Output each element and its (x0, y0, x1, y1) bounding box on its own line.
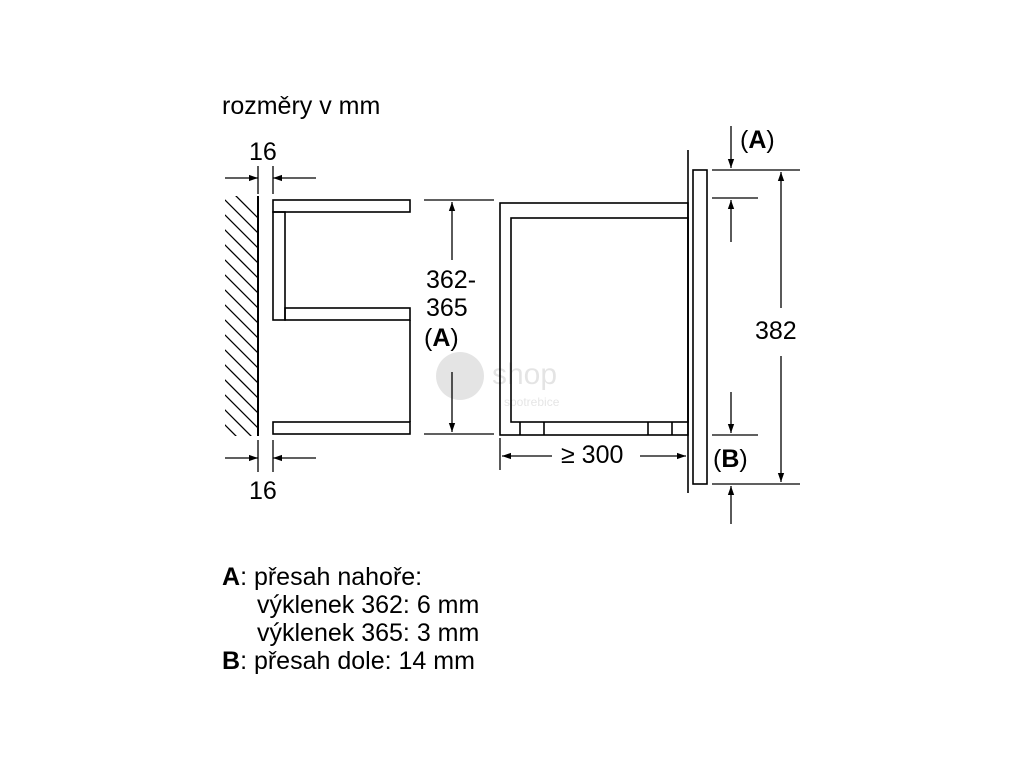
niche-height-dimension (424, 199, 494, 435)
front-panel (692, 169, 708, 485)
watermark: shop spotrebice (432, 340, 602, 425)
watermark-logo-icon: shop spotrebice (436, 352, 560, 409)
legend-a-title: : přesah nahoře: (240, 563, 423, 591)
overhang-top-open: ( (740, 126, 749, 154)
wall-gap-label-top: 16 (249, 138, 277, 166)
niche-height-label-line1: 362- (426, 266, 477, 294)
overhang-top-close: ) (766, 126, 775, 154)
legend-b-letter: B (222, 647, 241, 675)
niche-height-ref-letter: A (432, 324, 451, 352)
niche-cabinet (272, 199, 411, 435)
depth-label: ≥ 300 (561, 441, 624, 469)
overhang-bottom-open: ( (713, 445, 722, 473)
watermark-subtext: spotrebice (504, 395, 560, 409)
total-height-label: 382 (755, 317, 797, 345)
depth-dimension (499, 438, 686, 470)
legend-a-title-row: A: přesah nahoře: (222, 563, 479, 591)
watermark-text: shop (492, 358, 557, 391)
overhang-bottom-close: ) (739, 445, 748, 473)
overhang-bottom-dimension (712, 392, 800, 524)
legend-a-line1: výklenek 362: 6 mm (257, 591, 480, 619)
niche-height-ref-close: ) (450, 324, 459, 352)
total-height-dimension (758, 169, 800, 482)
legend-b-text: : přesah dole: 14 mm (240, 647, 475, 675)
units-note: rozměry v mm (222, 92, 381, 120)
legend-a-line2: výklenek 365: 3 mm (257, 619, 480, 647)
microwave-body (499, 150, 689, 493)
niche-height-ref-open: ( (424, 324, 433, 352)
wall-hatch (225, 196, 259, 436)
wall-gap-dimension-bottom (225, 440, 316, 472)
overhang-bottom-label: (B) (713, 445, 748, 473)
overhang-top-dimension (712, 126, 758, 242)
legend-a-letter: A (222, 563, 241, 591)
niche-height-label-line2: 365 (426, 294, 468, 322)
legend-b-row: B: přesah dole: 14 mm (222, 647, 479, 675)
overhang-bottom-letter: B (721, 445, 740, 473)
overhang-top-label: (A) (740, 126, 775, 154)
overhang-top-letter: A (748, 126, 767, 154)
wall-gap-dimension-top (225, 166, 316, 194)
legend: A: přesah nahoře: výklenek 362: 6 mm výk… (222, 563, 479, 675)
niche-height-ref: (A) (424, 324, 459, 352)
wall-gap-label-bottom: 16 (249, 477, 277, 505)
